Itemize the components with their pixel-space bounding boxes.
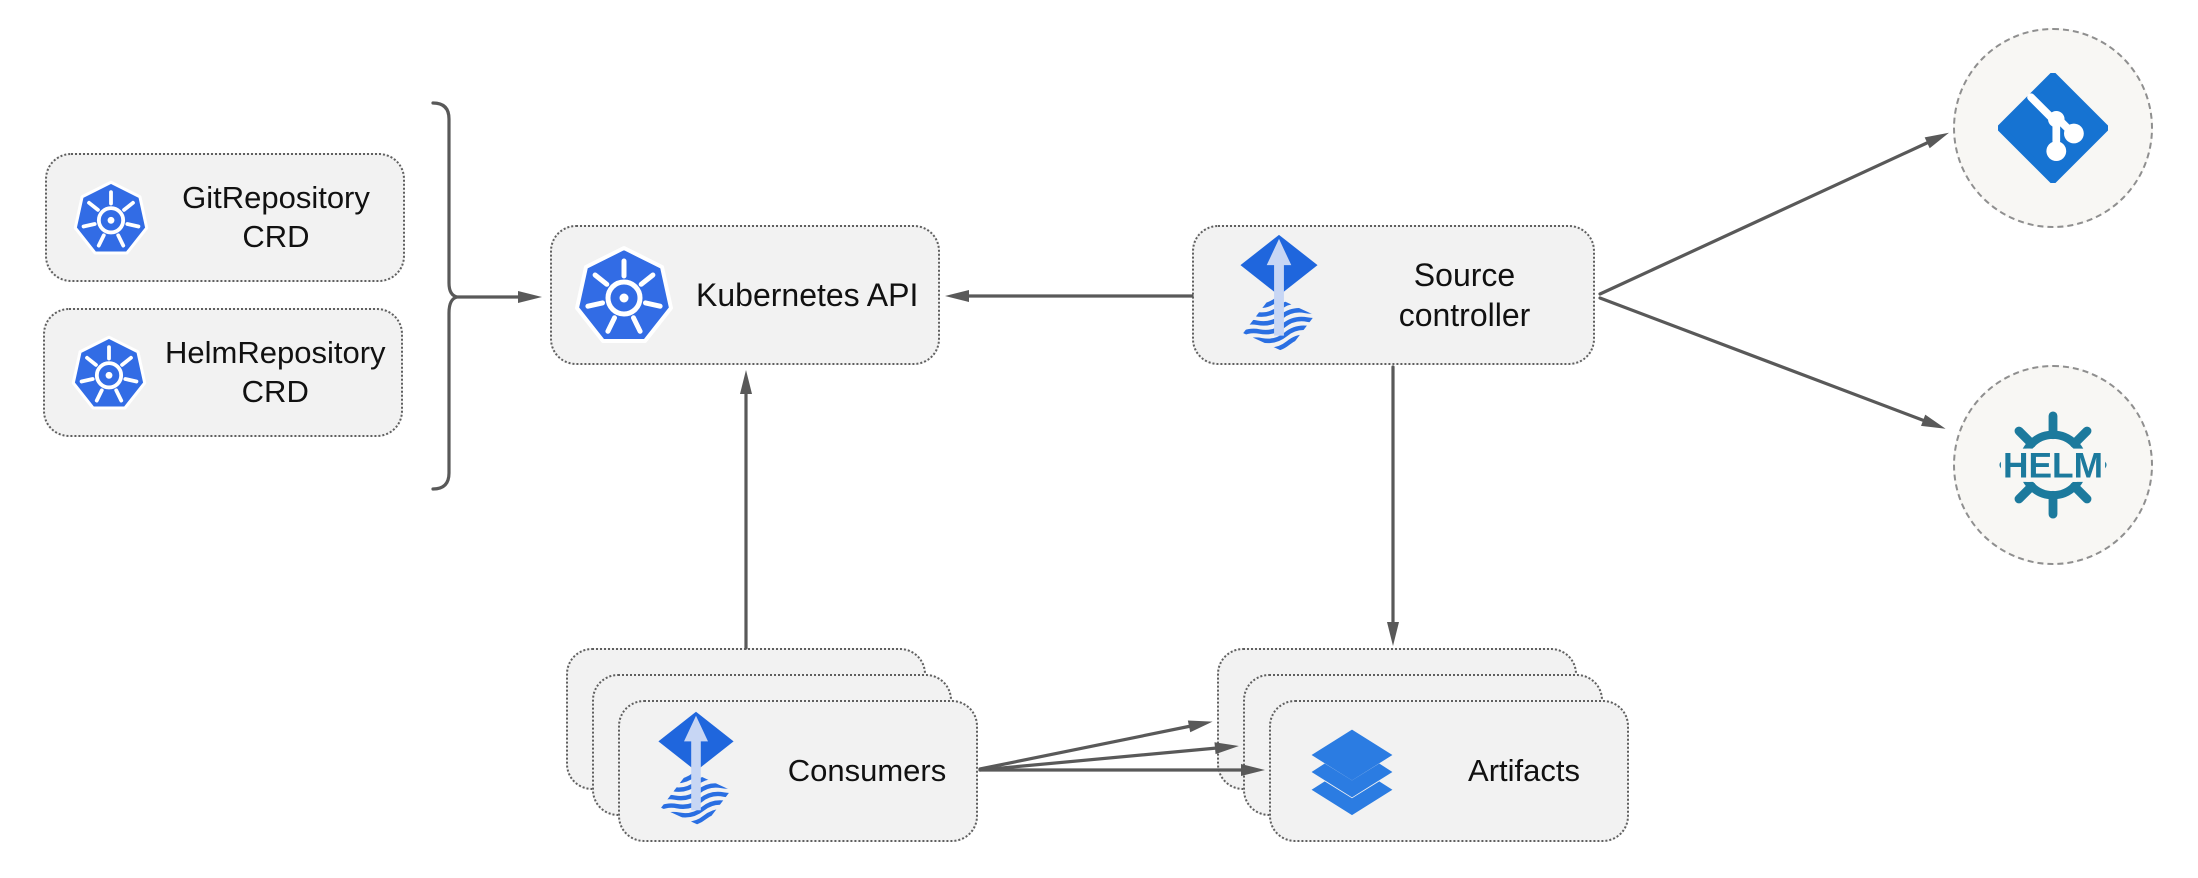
node-helm-source: HELM (1953, 365, 2153, 565)
node-helmrepository-crd: HelmRepository CRD (43, 308, 403, 437)
node-gitrepository-crd: GitRepository CRD (45, 153, 405, 282)
arrow-source-controller-to-helm (1598, 296, 1946, 429)
node-artifacts: Artifacts (1269, 700, 1629, 842)
git-icon (1998, 73, 2108, 183)
node-consumers: Consumers (618, 700, 978, 842)
node-label-artifacts: Artifacts (1468, 752, 1580, 788)
layers-icon (1311, 729, 1393, 816)
arrow-source-controller-to-git (1598, 132, 1949, 296)
node-git-source (1953, 28, 2153, 228)
helm-icon: HELM (1999, 411, 2107, 519)
node-artifacts-stack: Artifacts (1217, 648, 1629, 842)
flux-source-icon (656, 711, 736, 831)
flux-source-icon (1238, 234, 1320, 357)
kubernetes-icon (73, 180, 149, 254)
node-label-gitrepository-crd: GitRepository CRD (182, 179, 370, 254)
node-label-kubernetes-api: Kubernetes API (696, 277, 919, 313)
node-label-source-controller: Source controller (1398, 257, 1531, 333)
node-consumers-stack: Consumers (566, 648, 978, 842)
kubernetes-icon (71, 335, 147, 409)
node-label-helmrepository-crd: HelmRepository CRD (165, 334, 386, 409)
kubernetes-icon (575, 246, 673, 343)
node-label-consumers: Consumers (787, 752, 947, 788)
arrow-consumers-to-artifacts-back (978, 720, 1213, 771)
arrow-consumers-to-artifacts-middle (978, 742, 1239, 772)
node-source-controller: Source controller (1192, 225, 1595, 365)
node-kubernetes-api: Kubernetes API (550, 225, 940, 365)
helm-logo-text: HELM (2003, 447, 2103, 486)
brace-crd-group (431, 101, 458, 491)
